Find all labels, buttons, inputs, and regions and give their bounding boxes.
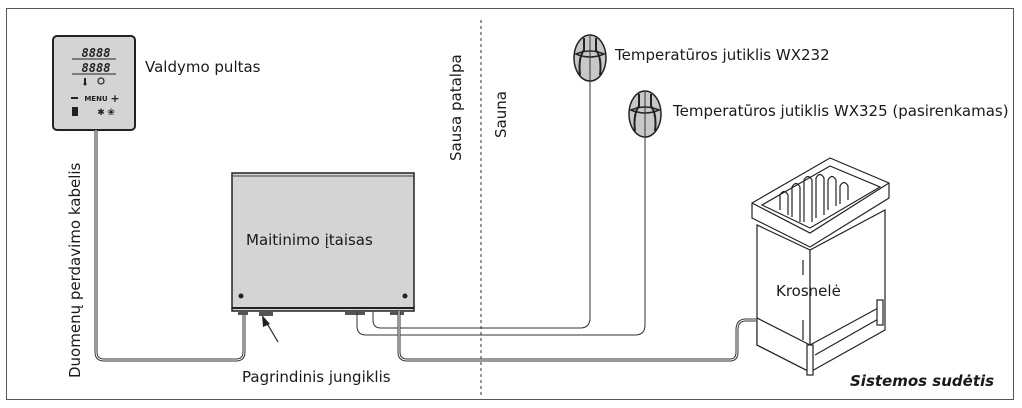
thermometer-icon (84, 78, 86, 83)
clock-icon (97, 77, 105, 85)
menu-label: MENU (84, 95, 108, 103)
light-icon: ✱ (97, 108, 105, 118)
data-cable-label: Duomenų perdavimo kabelis (66, 162, 84, 378)
sauna-label: Sauna (492, 91, 510, 138)
display-top: 8888 (82, 46, 111, 60)
power-unit (231, 172, 415, 316)
heater (751, 157, 890, 376)
fan-icon: ❀ (107, 108, 115, 118)
diagram-frame (6, 8, 1014, 400)
control-panel-label: Valdymo pultas (145, 58, 261, 76)
plus-icon: + (110, 92, 119, 105)
sensor-1-label: Temperatūros jutiklis WX232 (615, 46, 830, 64)
diagram-caption: Sistemos sudėtis (850, 372, 995, 390)
dry-room-label: Sausa patalpa (447, 54, 465, 161)
sensor-2-cable (356, 138, 646, 336)
display-bottom: 8888 (82, 61, 111, 75)
main-switch (259, 311, 273, 316)
sensor-1-cable (372, 82, 591, 329)
temperature-sensor-wx232 (573, 34, 607, 82)
control-panel: 8888 8888 MENU + ✱ ❀ (52, 35, 136, 131)
heater-button-icon (72, 107, 78, 116)
power-unit-label: Maitinimo įtaisas (246, 231, 373, 249)
main-switch-label: Pagrindinis jungiklis (242, 368, 391, 386)
temperature-sensor-wx325 (628, 90, 662, 138)
sensor-2-label: Temperatūros jutiklis WX325 (pasirenkama… (673, 102, 1009, 120)
heater-label: Krosnelė (776, 282, 841, 300)
data-cable (94, 130, 246, 362)
main-switch-arrow (262, 315, 279, 343)
